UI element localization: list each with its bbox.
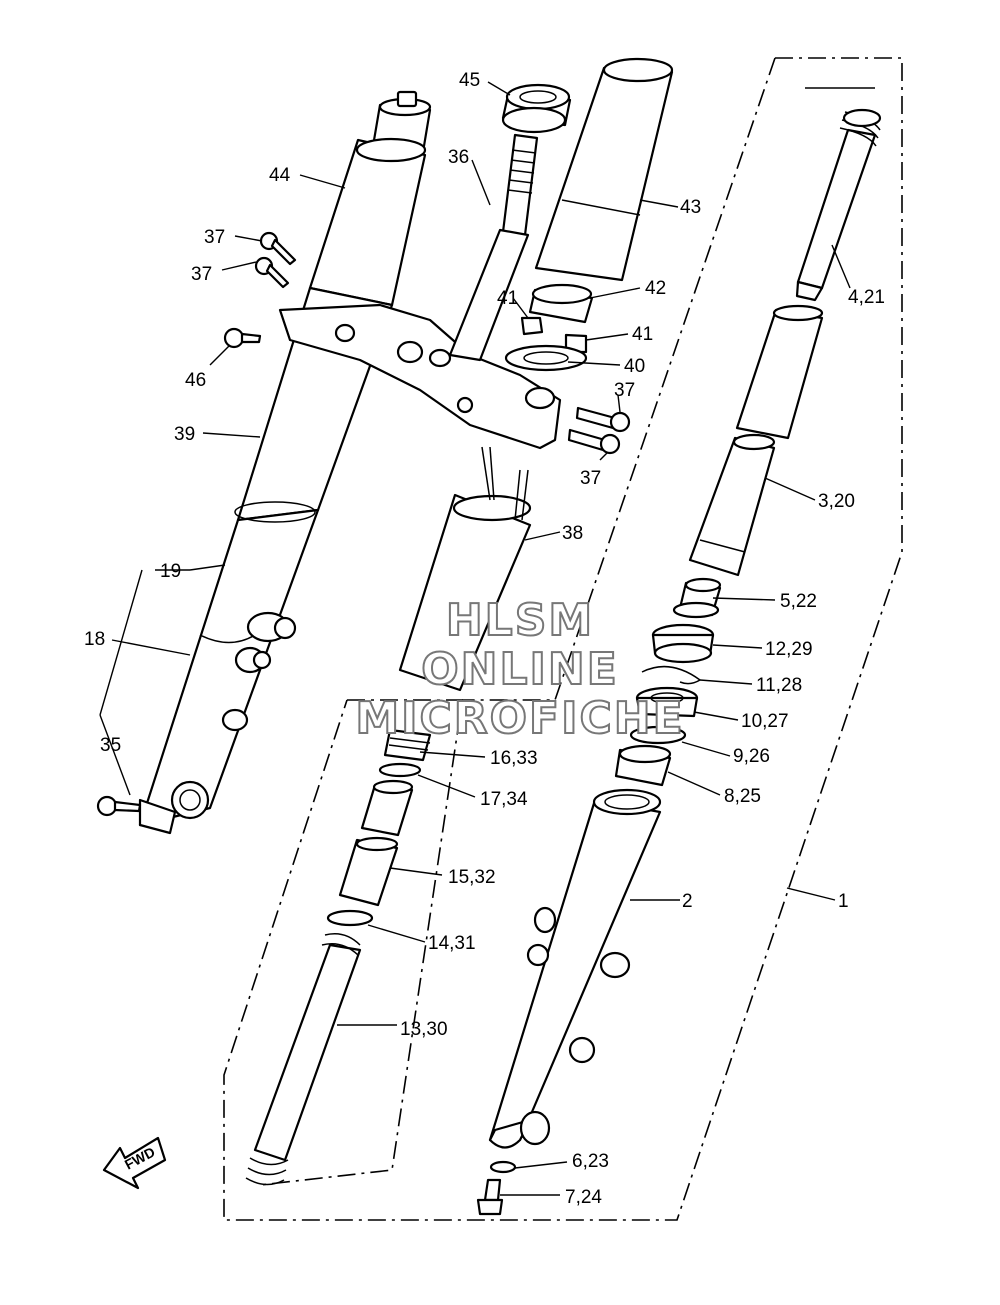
- clip-11-28: [641, 665, 702, 685]
- callout-36: 36: [448, 147, 469, 168]
- bearing-45: [501, 83, 572, 134]
- steering-shaft-36: [448, 133, 539, 362]
- cover-38: [398, 446, 532, 692]
- washer-40: [504, 344, 588, 372]
- ring-nut-42: [528, 283, 594, 324]
- callout-37c: 37: [614, 380, 635, 401]
- callout-labels: 1 2 3,20 4,21 5,22 6,23 7,24 8,25 9,26 1…: [84, 70, 885, 1208]
- damper-rod-4-21: [795, 108, 882, 302]
- callout-10-27: 10,27: [741, 711, 789, 732]
- callout-17-34: 17,34: [480, 789, 528, 810]
- tube-3-20-upper: [735, 304, 824, 440]
- outer-tube-2: [488, 788, 662, 1149]
- assembly-1-boundary: [223, 57, 903, 1221]
- watermark-line-2: ONLINE: [421, 644, 619, 695]
- bolt-37-lower-2: [567, 428, 621, 455]
- nut-41-left: [520, 316, 544, 336]
- seat-12-29: [651, 623, 715, 664]
- callout-1: 1: [838, 891, 849, 912]
- callout-15-32: 15,32: [448, 867, 496, 888]
- bolt-37-upper-2: [254, 256, 290, 289]
- plug-16-33: [383, 728, 432, 762]
- callout-9-26: 9,26: [733, 746, 770, 767]
- spacer-15-32-lower: [338, 836, 399, 907]
- o-ring-17-34: [378, 762, 422, 778]
- bolt-35: [96, 795, 142, 817]
- callout-4-21: 4,21: [848, 287, 885, 308]
- callout-7-24: 7,24: [565, 1187, 602, 1208]
- callout-37a: 37: [204, 227, 225, 248]
- callout-2: 2: [682, 891, 693, 912]
- callout-16-33: 16,33: [490, 748, 538, 769]
- callout-46: 46: [185, 370, 206, 391]
- bushing-8-25: [614, 744, 672, 787]
- callout-13-30: 13,30: [400, 1019, 448, 1040]
- callout-18: 18: [84, 629, 105, 650]
- callout-42: 42: [645, 278, 666, 299]
- fwd-arrow-icon: FWD: [102, 1136, 167, 1190]
- watermark-line-3: MICROFICHE: [355, 693, 684, 744]
- bolt-46: [223, 327, 262, 349]
- callout-38: 38: [562, 523, 583, 544]
- leader-lines: [99, 81, 875, 1196]
- washer-9-26: [629, 725, 687, 745]
- collar-5-22: [672, 577, 722, 619]
- watermark-line-1: HLSM: [446, 595, 594, 646]
- under-bracket: [278, 303, 562, 450]
- cover-tube-43: [534, 57, 674, 282]
- callout-11-28: 11,28: [756, 675, 802, 696]
- assembly-1-boundary-left: [462, 57, 776, 701]
- callout-5-22: 5,22: [780, 591, 817, 612]
- subassembly-boundary: [259, 699, 463, 1186]
- callout-45: 45: [459, 70, 480, 91]
- callout-12-29: 12,29: [765, 639, 813, 660]
- spacer-15-32-upper: [360, 779, 414, 837]
- callout-37b: 37: [191, 264, 212, 285]
- callout-43: 43: [680, 197, 701, 218]
- callout-44: 44: [269, 165, 291, 186]
- callout-41a: 41: [497, 288, 518, 309]
- callout-35: 35: [100, 735, 121, 756]
- tube-3-20-lower: [688, 433, 776, 577]
- spring-13-30: [245, 933, 362, 1186]
- callout-37d: 37: [580, 468, 601, 489]
- washer-6-23: [489, 1160, 517, 1174]
- callout-6-23: 6,23: [572, 1151, 609, 1172]
- callout-40: 40: [624, 356, 645, 377]
- seal-10-27: [635, 686, 699, 718]
- callout-3-20: 3,20: [818, 491, 855, 512]
- callout-14-31: 14,31: [428, 933, 476, 954]
- callout-8-25: 8,25: [724, 786, 761, 807]
- callout-19: 19: [160, 561, 181, 582]
- callout-39: 39: [174, 424, 195, 445]
- callout-41b: 41: [632, 324, 653, 345]
- washer-14-31: [326, 909, 374, 927]
- bolt-37-lower-1: [575, 406, 631, 433]
- bolt-7-24: [476, 1178, 504, 1216]
